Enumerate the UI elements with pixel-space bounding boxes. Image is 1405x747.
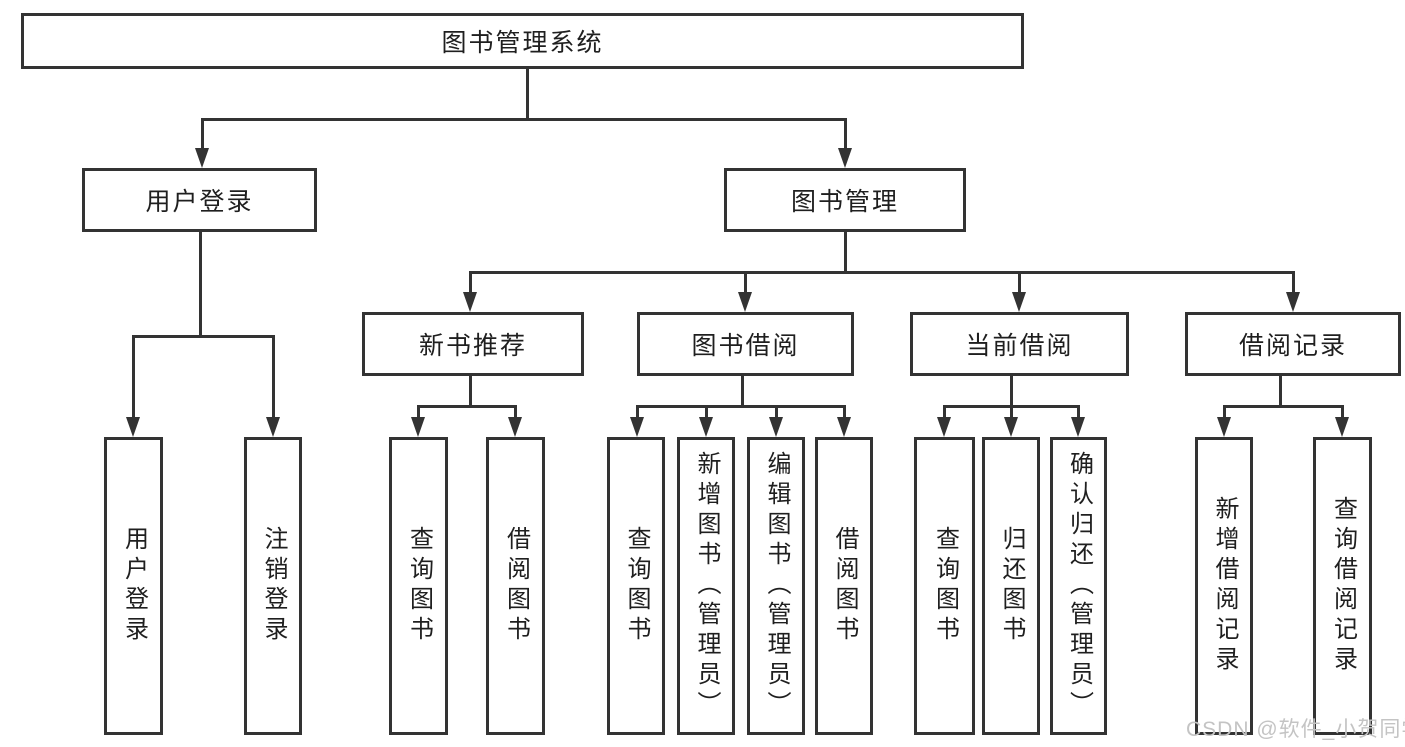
leaf-edit-book-admin: 编辑图书（管理员） — [747, 437, 805, 735]
connector-vline — [844, 119, 847, 150]
connector-vline — [132, 336, 135, 419]
leaf-logout: 注销登录 — [244, 437, 302, 735]
connector-vline — [526, 69, 529, 119]
arrow-down-icon — [411, 417, 425, 437]
arrow-down-icon — [1071, 417, 1085, 437]
arrow-down-icon — [1286, 292, 1300, 312]
connector-vline — [775, 406, 778, 419]
arrow-down-icon — [508, 417, 522, 437]
connector-hline — [132, 335, 275, 338]
leaf-confirm-return-admin: 确认归还（管理员） — [1050, 437, 1107, 735]
connector-vline — [636, 406, 639, 419]
leaf-return-books: 归还图书 — [982, 437, 1040, 735]
connector-hline — [1223, 405, 1344, 408]
connector-vline — [744, 272, 747, 294]
arrow-down-icon — [699, 417, 713, 437]
arrow-down-icon — [837, 417, 851, 437]
node-library-system: 图书管理系统 — [21, 13, 1024, 69]
csdn-watermark: CSDN @软件_小贺同学 — [1186, 718, 1405, 741]
arrow-down-icon — [1004, 417, 1018, 437]
connector-hline — [636, 405, 846, 408]
connector-vline — [1279, 376, 1282, 406]
leaf-query-books-recommend: 查询图书 — [389, 437, 448, 735]
connector-hline — [943, 405, 1080, 408]
leaf-query-books-borrowing: 查询图书 — [607, 437, 665, 735]
node-book-management: 图书管理 — [724, 168, 966, 232]
connector-vline — [199, 232, 202, 336]
leaf-add-book-admin: 新增图书（管理员） — [677, 437, 735, 735]
connector-hline — [201, 118, 847, 121]
arrow-down-icon — [463, 292, 477, 312]
connector-vline — [469, 376, 472, 406]
arrow-down-icon — [195, 148, 209, 168]
leaf-query-books-current: 查询图书 — [914, 437, 975, 735]
connector-hline — [469, 271, 1295, 274]
leaf-borrow-books-borrowing: 借阅图书 — [815, 437, 873, 735]
leaf-borrow-books-recommend: 借阅图书 — [486, 437, 545, 735]
node-user-login: 用户登录 — [82, 168, 317, 232]
connector-vline — [943, 406, 946, 419]
leaf-query-borrow-record: 查询借阅记录 — [1313, 437, 1372, 735]
node-new-book-recommend: 新书推荐 — [362, 312, 584, 376]
connector-hline — [417, 405, 517, 408]
arrow-down-icon — [1217, 417, 1231, 437]
connector-vline — [1010, 376, 1013, 406]
arrow-down-icon — [738, 292, 752, 312]
connector-vline — [1223, 406, 1226, 419]
node-borrowing-records: 借阅记录 — [1185, 312, 1401, 376]
connector-vline — [201, 119, 204, 150]
leaf-user-login: 用户登录 — [104, 437, 163, 735]
arrow-down-icon — [937, 417, 951, 437]
arrow-down-icon — [266, 417, 280, 437]
connector-vline — [1292, 272, 1295, 294]
connector-vline — [844, 232, 847, 272]
arrow-down-icon — [126, 417, 140, 437]
node-book-borrowing: 图书借阅 — [637, 312, 854, 376]
connector-vline — [1010, 406, 1013, 419]
node-current-borrowing: 当前借阅 — [910, 312, 1129, 376]
connector-vline — [1018, 272, 1021, 294]
connector-vline — [741, 376, 744, 406]
connector-vline — [1341, 406, 1344, 419]
connector-vline — [705, 406, 708, 419]
connector-vline — [417, 406, 420, 419]
arrow-down-icon — [838, 148, 852, 168]
arrow-down-icon — [1012, 292, 1026, 312]
arrow-down-icon — [630, 417, 644, 437]
arrow-down-icon — [769, 417, 783, 437]
connector-vline — [843, 406, 846, 419]
leaf-add-borrow-record: 新增借阅记录 — [1195, 437, 1253, 735]
connector-vline — [272, 336, 275, 419]
connector-vline — [514, 406, 517, 419]
arrow-down-icon — [1335, 417, 1349, 437]
connector-vline — [469, 272, 472, 294]
connector-vline — [1077, 406, 1080, 419]
